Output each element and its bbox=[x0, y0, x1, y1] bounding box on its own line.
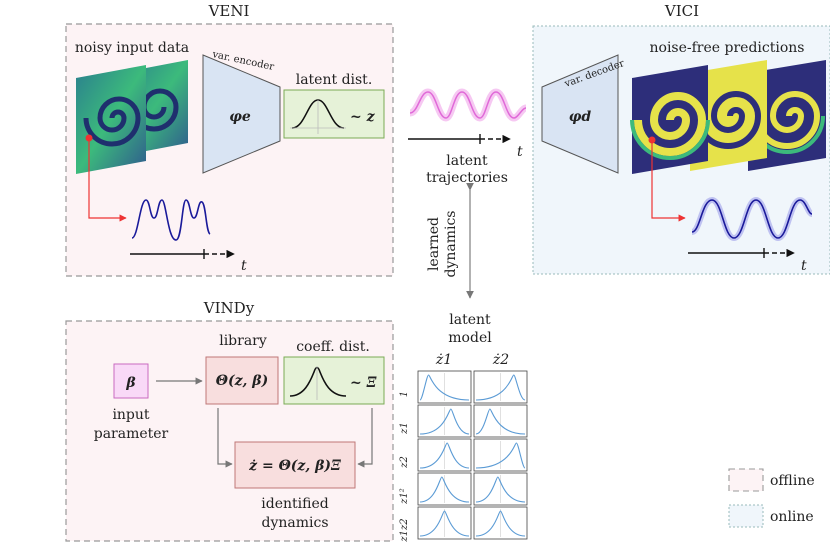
grid-peak-3-1 bbox=[475, 476, 526, 503]
noisy-input-images bbox=[76, 60, 188, 174]
latent-model-label-1: latent bbox=[449, 312, 491, 328]
coefficient-grid: ż1 ż2 1 z1 z2 z1² z1z2 bbox=[399, 352, 528, 543]
grid-peak-1-0 bbox=[419, 408, 470, 435]
grid-peak-2-0 bbox=[419, 442, 470, 469]
predicted-signal bbox=[690, 196, 814, 242]
legend-offline-label: offline bbox=[770, 473, 815, 489]
learned-dynamics-label-2: dynamics bbox=[443, 210, 459, 277]
beta-box bbox=[113, 363, 149, 399]
identified-label-1: identified bbox=[261, 496, 328, 512]
coeff-dist-box bbox=[283, 356, 385, 405]
input-parameter-label-2: parameter bbox=[94, 426, 169, 442]
latent-traj-label-1: latent bbox=[446, 153, 488, 169]
noise-free-label: noise-free predictions bbox=[650, 40, 805, 56]
latent-trajectories-plot bbox=[408, 88, 527, 122]
grid-col-label-0: ż1 bbox=[435, 352, 452, 368]
grid-row-label-4: z1z2 bbox=[399, 518, 410, 542]
vindy-title: VINDy bbox=[203, 299, 255, 317]
grid-peak-4-0 bbox=[419, 510, 470, 537]
decoder-trapezoid bbox=[541, 54, 619, 174]
decoder-symbol: φd bbox=[569, 109, 592, 125]
legend-online-swatch bbox=[728, 504, 764, 528]
legend-online-label: online bbox=[770, 509, 814, 525]
latent-model-label-2: model bbox=[448, 330, 492, 346]
grid-peak-0-0 bbox=[419, 374, 470, 401]
grid-row-label-0: 1 bbox=[399, 391, 410, 397]
library-label: library bbox=[219, 333, 267, 349]
grid-row-label-2: z2 bbox=[399, 456, 410, 469]
noisy-signal bbox=[131, 199, 211, 241]
vici-title: VICI bbox=[664, 2, 699, 20]
identified-label-2: dynamics bbox=[261, 515, 328, 531]
xi-symbol: ~ Ξ bbox=[350, 375, 377, 391]
grid-col-label-1: ż2 bbox=[492, 352, 509, 368]
grid-peak-2-1 bbox=[475, 442, 526, 469]
noisy-input-label: noisy input data bbox=[75, 40, 189, 56]
prediction-images bbox=[630, 60, 826, 174]
latent-dist-label: latent dist. bbox=[296, 72, 373, 88]
beta-symbol: β bbox=[125, 375, 136, 391]
learned-dynamics-label-1: learned bbox=[426, 217, 442, 271]
grid-peak-1-1 bbox=[475, 408, 526, 435]
latent-traj-label-2: trajectories bbox=[426, 170, 508, 186]
latent-dist-box bbox=[283, 89, 385, 139]
coeff-dist-label: coeff. dist. bbox=[296, 339, 370, 355]
equation-expression: ż = Θ(z, β)Ξ bbox=[248, 458, 341, 474]
input-parameter-label-1: input bbox=[112, 407, 149, 423]
latent-dist-symbol: ~ z bbox=[350, 109, 376, 125]
grid-peak-0-1 bbox=[475, 374, 526, 401]
grid-row-label-1: z1 bbox=[399, 422, 410, 435]
library-box bbox=[205, 356, 279, 405]
veni-title: VENI bbox=[208, 2, 250, 20]
grid-row-label-3: z1² bbox=[399, 488, 410, 505]
veni-t-label: t bbox=[241, 258, 247, 274]
encoder-symbol: φe bbox=[229, 109, 251, 125]
encoder-trapezoid bbox=[202, 54, 281, 174]
theta-expression: Θ(z, β) bbox=[216, 373, 268, 389]
vici-t-label: t bbox=[801, 258, 807, 274]
grid-peak-3-0 bbox=[419, 476, 470, 503]
center-t-label: t bbox=[517, 144, 523, 160]
grid-peak-4-1 bbox=[475, 510, 526, 537]
equation-box bbox=[234, 441, 356, 489]
legend-offline-swatch bbox=[728, 468, 764, 492]
